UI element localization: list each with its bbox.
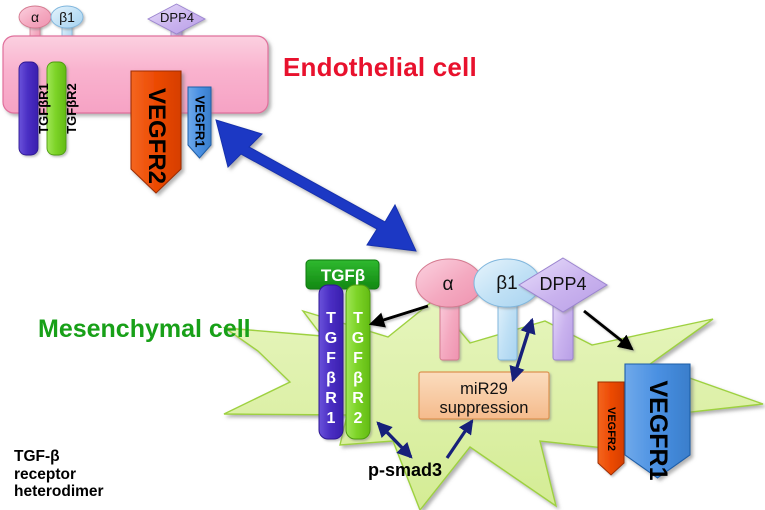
mir29-box — [418, 371, 550, 420]
mes-vegfr1-shape — [624, 363, 691, 479]
mes-dpp4-receptor — [518, 257, 608, 361]
mes-alpha-receptor — [415, 258, 483, 361]
endo-tgfbr2-bar — [46, 61, 67, 156]
endo-beta1-receptor — [50, 5, 84, 57]
endo-vegfr1-shape — [187, 86, 212, 159]
endo-vegfr2-shape — [130, 70, 182, 194]
endo-tgfbr1-bar — [18, 61, 39, 156]
mes-tgfbr1-bar — [318, 284, 344, 440]
arrow-alpha-to-tgfbr — [368, 304, 429, 328]
mes-tgfbr2-bar — [345, 284, 371, 440]
tgfb-ligand-box — [305, 259, 380, 290]
arrow-tgfbr-psmad3 — [376, 421, 413, 459]
mes-vegfr2-shape — [597, 381, 625, 476]
arrow-dpp4-to-vegfr — [583, 309, 634, 351]
arrow-beta1-mir29 — [509, 317, 536, 383]
arrow-psmad3-mir29 — [445, 419, 474, 459]
transition-arrow — [215, 119, 417, 252]
